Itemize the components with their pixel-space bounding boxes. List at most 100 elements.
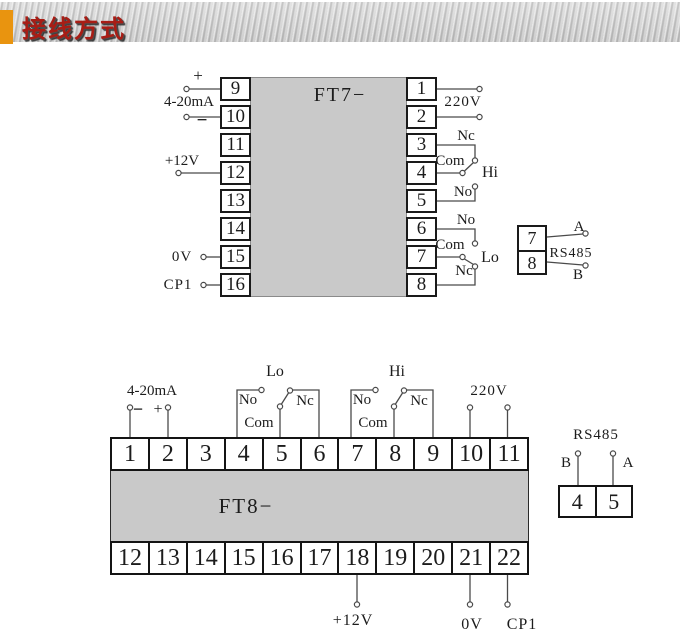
ft7-terminal-12: 12 [220, 161, 251, 185]
ft7-terminal-14: 14 [220, 217, 251, 241]
section-title: 接线方式 [22, 15, 126, 43]
ft8-contact-mains-2 [504, 404, 511, 411]
ft8-hi-nc-label: Nc [410, 393, 428, 409]
ft8-rs485-terminal-5: 5 [594, 487, 632, 516]
ft8-terminal-2: 2 [147, 439, 186, 469]
ft7-contact-plus [183, 85, 190, 93]
ft7-rs485-b-label: B [572, 267, 583, 283]
ft7-lo-com-label: Com [435, 237, 465, 253]
ft8-rs485-box: 4 5 [558, 485, 633, 518]
ft7-hi-name-label: Hi [482, 164, 498, 181]
ft8-contact-rs485-a [609, 450, 617, 457]
ft8-rs485-a-label: A [622, 455, 634, 471]
ft8-terminal-3: 3 [185, 439, 224, 469]
ft7-contact-mains-2 [476, 113, 483, 121]
ft7-terminal-10: 10 [220, 105, 251, 129]
ft7-terminal-3: 3 [406, 133, 437, 157]
ft7-terminal-16: 16 [220, 273, 251, 297]
ft7-lo-name-label: Lo [481, 249, 499, 266]
ft8-title: FT8− [218, 494, 274, 518]
ft8-terminal-4: 4 [223, 439, 262, 469]
ft8-terminal-17: 17 [299, 543, 338, 573]
ft7-hi-nc-label: Nc [457, 128, 475, 144]
ft8-terminal-16: 16 [261, 543, 300, 573]
ft8-hi-name-label: Hi [389, 363, 405, 380]
ft7-0v-label: 0V [171, 249, 193, 265]
ft8-contact-rs485-b [574, 450, 582, 457]
ft8-terminal-10: 10 [451, 439, 489, 469]
ft8-top-terminal-row: 1 2 3 4 5 6 7 8 9 10 11 [110, 437, 529, 471]
ft8-lo-name-label: Lo [266, 363, 284, 380]
ft7-terminal-1: 1 [406, 77, 437, 101]
ft7-terminal-5: 5 [406, 189, 437, 213]
ft8-terminal-18: 18 [337, 543, 375, 573]
ft7-contact-hi-nc [471, 157, 479, 164]
ft7-lo-nc-label: Nc [455, 263, 473, 279]
ft8-hi-switch-blade [394, 392, 404, 405]
ft8-terminal-22: 22 [489, 543, 527, 573]
ft7-contact-0v [200, 253, 207, 261]
ft8-rs485-label: RS485 [573, 427, 619, 443]
ft8-terminal-6: 6 [299, 439, 338, 469]
ft8-contact-mains-1 [466, 404, 474, 411]
ft7-rs485-terminal-7: 7 [519, 227, 545, 252]
ft8-lo-switch-blade [280, 392, 290, 405]
ft8-contact-cp1 [504, 601, 511, 608]
ft8-contact-lo-com-pivot [276, 403, 284, 410]
ft8-terminal-19: 19 [375, 543, 413, 573]
ft7-rs485-terminal-8: 8 [527, 253, 537, 273]
ft7-terminal-2: 2 [406, 105, 437, 129]
ft8-12v-label: +12V [332, 612, 374, 629]
ft8-rs485-terminal-4: 4 [571, 488, 583, 514]
ft7-terminal-7: 7 [406, 245, 437, 269]
ft8-terminal-20: 20 [413, 543, 451, 573]
ft8-contact-hi-com-pivot [390, 403, 398, 410]
ft8-contact-plus [164, 404, 172, 411]
ft7-contact-mains-1 [476, 85, 483, 93]
ft7-terminal-13: 13 [220, 189, 251, 213]
ft8-rs485-b-label: B [560, 455, 571, 471]
ft8-terminal-7: 7 [337, 439, 375, 469]
ft7-terminal-4: 4 [406, 161, 437, 185]
ft8-0v-label: 0V [461, 616, 483, 633]
ft8-hi-com-label: Com [358, 415, 388, 431]
ft8-contact-12v [353, 601, 361, 608]
ft7-rs485-a-label: A [573, 219, 585, 235]
ft7-contact-lo-com-pivot [459, 253, 466, 261]
ft7-hi-no-label: No [453, 184, 473, 200]
ft8-220v-label: 220V [470, 383, 508, 399]
ft8-terminal-8: 8 [375, 439, 413, 469]
ft8-terminal-13: 13 [147, 543, 186, 573]
ft8-terminal-15: 15 [223, 543, 262, 573]
ft7-rs485-box: 7 8 [517, 225, 547, 275]
banner-accent-block [0, 10, 13, 44]
ft8-plus-label: + [153, 401, 163, 418]
ft7-plus-label: + [193, 66, 203, 85]
ft7-cp1-label: CP1 [163, 277, 193, 293]
ft7-contact-cp1 [200, 281, 207, 289]
ft7-lo-no-label: No [456, 212, 476, 228]
ft7-contact-minus [183, 113, 190, 121]
ft7-current-loop-label: 4-20mA [164, 94, 214, 110]
ft8-terminal-14: 14 [185, 543, 224, 573]
ft8-current-loop-label: 4-20mA [127, 383, 177, 399]
ft7-body [250, 77, 407, 297]
ft7-contact-12v [175, 169, 182, 177]
ft8-bottom-terminal-row: 12 13 14 15 16 17 18 19 20 21 22 [110, 541, 529, 575]
ft8-terminal-5: 5 [261, 439, 300, 469]
ft8-minus-label: − [132, 399, 144, 419]
ft7-wire-rs485-b [546, 261, 584, 266]
ft8-terminal-9: 9 [413, 439, 451, 469]
ft7-terminal-11: 11 [220, 133, 251, 157]
ft7-terminal-15: 15 [220, 245, 251, 269]
ft7-title: FT7− [313, 84, 367, 106]
ft7-220v-label: 220V [444, 94, 482, 110]
ft7-terminal-6: 6 [406, 217, 437, 241]
ft7-terminal-9: 9 [220, 77, 251, 101]
ft7-minus-label: − [196, 110, 208, 131]
ft8-cp1-label: CP1 [506, 616, 538, 633]
ft7-terminal-8: 8 [406, 273, 437, 297]
ft8-hi-no-label: No [352, 392, 372, 408]
section-banner: 接线方式 [0, 2, 680, 44]
